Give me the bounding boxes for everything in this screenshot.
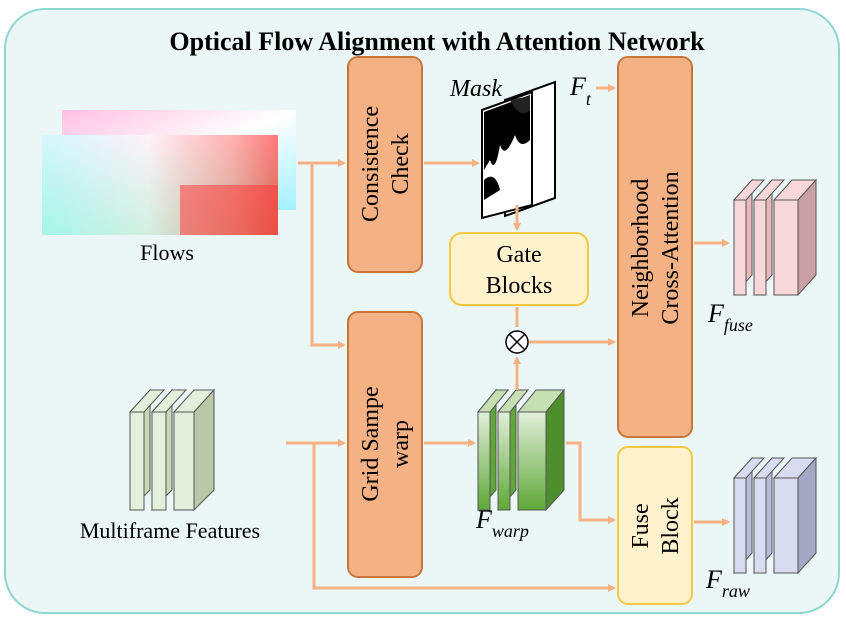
fwarp-features-stack xyxy=(476,388,566,512)
consistence-check-block: Consistence Check xyxy=(347,56,423,273)
mask-images xyxy=(481,80,556,220)
neighborhood-cross-attention-block: Neighborhood Cross-Attention xyxy=(617,56,693,438)
consistence-check-line1: Consistence xyxy=(358,106,384,222)
connector-arrows xyxy=(286,84,730,592)
gate-blocks-line1: Gate xyxy=(496,242,541,268)
gate-blocks-line2: Blocks xyxy=(486,273,553,299)
multiframe-features-label: Multiframe Features xyxy=(80,518,260,543)
fwarp-label: Fwarp xyxy=(475,505,529,541)
fuse-block-line1: Fuse xyxy=(628,503,654,548)
multiframe-features-stack xyxy=(128,388,216,512)
mask-label: Mask xyxy=(449,76,502,102)
fuse-block-line2: Block xyxy=(658,497,684,554)
grid-sample-line1: Grid Sampe xyxy=(358,386,384,501)
flows-label: Flows xyxy=(140,240,194,265)
ffuse-label: Ffuse xyxy=(707,299,753,335)
flow-images xyxy=(42,110,296,235)
fraw-features-stack xyxy=(732,456,818,575)
diagram-title: Optical Flow Alignment with Attention Ne… xyxy=(169,27,705,56)
nca-line1: Neighborhood xyxy=(628,179,654,318)
ft-label: Ft xyxy=(569,72,592,109)
grid-sample-warp-block: Grid Sampe warp xyxy=(347,311,423,578)
fuse-block: Fuse Block xyxy=(617,446,693,605)
fraw-label: Fraw xyxy=(705,565,750,601)
grid-sample-line2: warp xyxy=(388,420,414,468)
consistence-check-line2: Check xyxy=(388,133,414,194)
gate-blocks: Gate Blocks xyxy=(449,232,589,306)
nca-line2: Cross-Attention xyxy=(658,171,684,324)
multiply-operator xyxy=(505,330,529,354)
ffuse-features-stack xyxy=(732,178,818,297)
